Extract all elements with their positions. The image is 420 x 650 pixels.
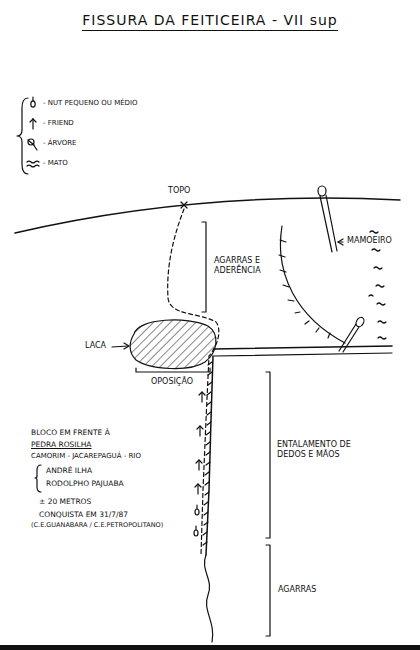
nut-symbol bbox=[195, 505, 199, 515]
flake-label: LACA bbox=[84, 341, 107, 351]
top-mark bbox=[181, 202, 187, 208]
friend-symbol bbox=[199, 392, 205, 395]
bush-symbol bbox=[27, 161, 39, 163]
friend-symbol bbox=[30, 119, 33, 122]
leader-arrow bbox=[338, 239, 343, 245]
friend-symbol bbox=[197, 426, 203, 436]
nut-symbol bbox=[31, 97, 35, 107]
top-mark bbox=[181, 202, 187, 208]
nut-symbol bbox=[195, 526, 196, 530]
bush-symbol bbox=[374, 267, 382, 269]
friend-symbol bbox=[199, 426, 200, 436]
friend-symbol bbox=[33, 119, 36, 122]
bush-symbol bbox=[27, 165, 39, 167]
bush-symbol bbox=[366, 231, 386, 339]
bush-symbol bbox=[376, 285, 384, 287]
note-text: PEDRA ROSILHA bbox=[30, 440, 93, 449]
nut-symbol bbox=[194, 530, 198, 536]
friend-symbol bbox=[198, 460, 199, 470]
legend-text: - MATO bbox=[42, 159, 69, 167]
bottom-bar bbox=[0, 645, 420, 650]
top-mark bbox=[181, 202, 187, 208]
bush-symbol bbox=[27, 161, 39, 167]
topo-drawing bbox=[15, 97, 400, 642]
leader-arrow bbox=[124, 343, 129, 349]
nut-symbol bbox=[194, 526, 198, 536]
note-text: CONQUISTA EM 31/7/87 bbox=[38, 510, 129, 519]
note-text: CAMORIM - JACAREPAGUÁ - RIO bbox=[30, 452, 142, 460]
tree-symbol bbox=[318, 186, 337, 252]
tree-symbol bbox=[354, 316, 365, 328]
tree-symbol bbox=[28, 140, 34, 145]
tree-symbol bbox=[326, 195, 337, 251]
friend-symbol bbox=[195, 484, 201, 494]
legend-text: - FRIEND bbox=[42, 119, 75, 127]
friend-symbol bbox=[196, 460, 202, 463]
vegetation-edge-ticks bbox=[279, 240, 330, 338]
friend-symbol bbox=[196, 460, 202, 470]
friend-symbol bbox=[199, 392, 205, 402]
crack-line bbox=[206, 356, 213, 555]
section-label: OPOSIÇÃO bbox=[150, 377, 194, 387]
summit-label: TOPO bbox=[167, 186, 191, 196]
note-text: ± 20 METROS bbox=[38, 497, 92, 506]
nut-symbol bbox=[195, 509, 199, 515]
nut-symbol bbox=[31, 101, 35, 107]
ledge-line bbox=[214, 353, 392, 356]
tree-symbol bbox=[343, 327, 359, 352]
tree-symbol bbox=[318, 186, 326, 196]
bush-symbol bbox=[370, 231, 378, 233]
section-label: AGARRAS bbox=[277, 585, 317, 595]
tree-symbol bbox=[28, 139, 34, 145]
note-text: (C.E.GUANABARA / C.E.PETROPOLITANO) bbox=[30, 522, 164, 530]
leader-line bbox=[112, 346, 128, 347]
crack-line bbox=[204, 555, 212, 642]
friend-symbol bbox=[201, 392, 202, 402]
note-text: BLOCO EM FRENTE À bbox=[30, 428, 111, 437]
bracket bbox=[266, 372, 270, 538]
nut-symbol bbox=[32, 97, 33, 101]
legend-text: - ÁRVORE bbox=[42, 139, 77, 147]
bracket bbox=[136, 368, 210, 372]
climber-name: RODOLPHO PAJUABA bbox=[45, 479, 125, 488]
friend-symbol bbox=[30, 119, 36, 129]
summit-line bbox=[15, 198, 400, 233]
legend-text: - NUT PEQUENO OU MÉDIO bbox=[42, 99, 139, 107]
bracket bbox=[266, 545, 270, 636]
bush-symbol bbox=[378, 337, 386, 339]
section-label: AGARRAS E ADERÊNCIA bbox=[213, 256, 277, 275]
ledge-line bbox=[214, 346, 392, 349]
tree-symbol bbox=[320, 196, 332, 252]
vegetation-edge-ticks bbox=[279, 240, 330, 338]
tree-label: MAMOEIRO bbox=[346, 236, 393, 246]
legend-bracket bbox=[17, 98, 28, 174]
vegetation-outline bbox=[280, 226, 345, 343]
friend-symbol bbox=[32, 119, 33, 129]
friend-symbol bbox=[197, 484, 198, 494]
flake-outline bbox=[130, 320, 216, 369]
bush-symbol bbox=[378, 321, 386, 323]
tree-symbol bbox=[28, 139, 37, 150]
friend-symbol bbox=[197, 426, 203, 429]
bush-symbol bbox=[372, 249, 380, 251]
bracket bbox=[202, 222, 206, 312]
bush-symbol bbox=[377, 303, 385, 305]
title-text: FISSURA DA FEITICEIRA - VII sup bbox=[82, 12, 337, 31]
bracket bbox=[35, 465, 41, 492]
nut-symbol bbox=[196, 505, 197, 509]
title-box: FISSURA DA FEITICEIRA - VII sup bbox=[0, 10, 420, 29]
section-label: ENTALAMENTO DE DEDOS E MÃOS bbox=[276, 440, 370, 459]
friend-symbol bbox=[195, 484, 201, 487]
bush-symbol bbox=[369, 295, 373, 296]
climber-name: ANDRÉ ILHA bbox=[45, 466, 93, 475]
